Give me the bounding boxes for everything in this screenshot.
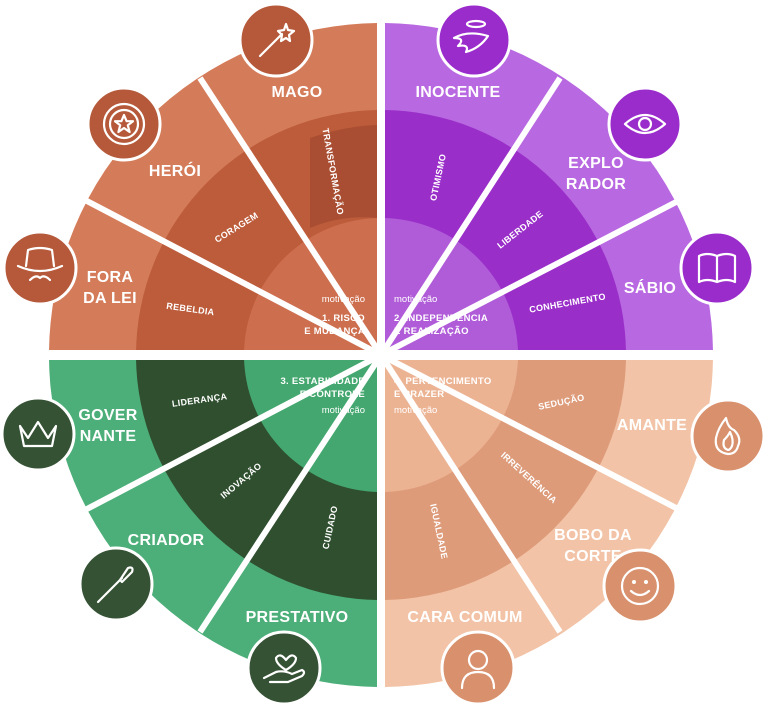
svg-text:E CONTROLE: E CONTROLE (300, 389, 365, 400)
q2-center (385, 218, 518, 350)
svg-text:3. ESTABILIDADE: 3. ESTABILIDADE (280, 376, 365, 387)
quadrant-stability-control (49, 360, 377, 687)
archetype-sabio: SÁBIO (624, 278, 676, 297)
q1-transformacao-band (310, 125, 377, 228)
svg-text:E REALIZAÇÃO: E REALIZAÇÃO (394, 326, 469, 337)
q3-center-text: 3. ESTABILIDADE E CONTROLE motivação (280, 376, 365, 416)
svg-text:4. PERTENCIMENTO: 4. PERTENCIMENTO (394, 376, 492, 387)
quadrant-independence-realization (385, 23, 713, 350)
q4-center-text: 4. PERTENCIMENTO E PRAZER motivação (394, 376, 492, 416)
archetype-cara-comum: CARA COMUM (407, 609, 522, 626)
paintbrush-icon (78, 546, 154, 622)
archetype-prestativo: PRESTATIVO (246, 609, 349, 626)
magic-wand-icon (238, 2, 314, 78)
svg-text:1. RISCO: 1. RISCO (322, 313, 365, 324)
svg-text:E MUDANÇA: E MUDANÇA (304, 326, 365, 337)
archetype-inocente: INOCENTE (415, 84, 500, 101)
archetype-governante-line2: NANTE (80, 428, 137, 445)
svg-text:2. INDEPENDÊNCIA: 2. INDEPENDÊNCIA (394, 312, 488, 324)
angel-wing-halo-icon (436, 2, 512, 78)
archetype-fora-da-lei-line1: FORA (87, 269, 134, 286)
archetype-bobo-da-corte-line1: BOBO DA (554, 527, 632, 544)
archetype-governante-line1: GOVER (78, 407, 137, 424)
q2-center-text: motivação 2. INDEPENDÊNCIA E REALIZAÇÃO (394, 294, 488, 337)
shield-star-icon (86, 86, 162, 162)
person-icon (440, 630, 516, 706)
archetype-explorador-line1: EXPLO (568, 155, 624, 172)
q1-center (244, 218, 377, 350)
archetype-amante: AMANTE (617, 417, 687, 434)
flame-icon (690, 398, 766, 474)
smiley-face-icon (602, 548, 678, 624)
svg-text:motivação: motivação (322, 405, 365, 416)
svg-text:motivação: motivação (322, 294, 365, 305)
quadrant-belonging-pleasure (385, 360, 713, 687)
svg-text:motivação: motivação (394, 405, 437, 416)
q4-center (385, 360, 518, 492)
q1-center-text: motivação 1. RISCO E MUDANÇA (304, 294, 365, 337)
archetype-mago: MAGO (272, 84, 323, 101)
crown-icon (0, 396, 76, 472)
archetype-fora-da-lei-line2: DA LEI (83, 290, 137, 307)
hand-heart-icon (246, 630, 322, 706)
archetype-bobo-da-corte-line2: CORTE (564, 548, 622, 565)
q3-center (244, 360, 377, 492)
archetype-heroi: HERÓI (149, 161, 201, 180)
svg-text:E PRAZER: E PRAZER (394, 389, 444, 400)
cowboy-hat-mustache-icon (2, 230, 78, 306)
archetype-explorador-line2: RADOR (566, 176, 626, 193)
svg-text:motivação: motivação (394, 294, 437, 305)
open-book-icon (679, 230, 755, 306)
archetype-criador: CRIADOR (128, 532, 205, 549)
eye-icon (607, 86, 683, 162)
